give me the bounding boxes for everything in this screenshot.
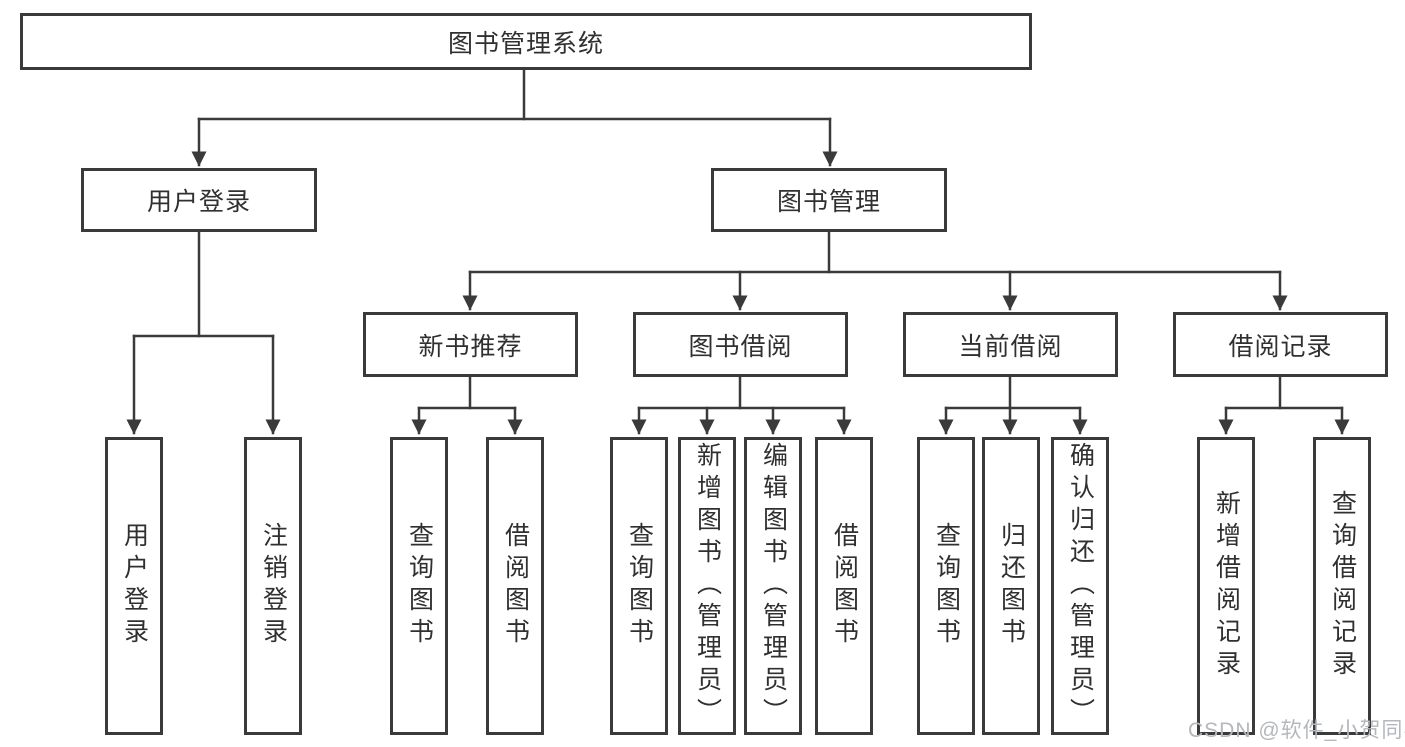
csdn-watermark: CSDN @软件_小贺同学 — [1188, 719, 1405, 742]
leaf-logout: 注销登录 — [244, 437, 302, 735]
leaf-label: 借阅图书 — [501, 522, 530, 650]
leaf-label: 借阅图书 — [830, 522, 859, 650]
leaf-query-books-recommend: 查询图书 — [390, 437, 448, 735]
leaf-label: 编辑图书（管理员） — [759, 442, 788, 730]
leaf-label: 确认归还（管理员） — [1066, 442, 1095, 730]
leaf-query-books-current: 查询图书 — [917, 437, 975, 735]
connector-user-login-to-leaves — [126, 230, 281, 435]
leaf-label: 归还图书 — [997, 522, 1026, 650]
leaf-edit-books-admin: 编辑图书（管理员） — [744, 437, 802, 735]
node-book-borrow: 图书借阅 — [633, 312, 848, 377]
leaf-confirm-return-admin: 确认归还（管理员） — [1051, 437, 1109, 735]
node-book-management: 图书管理 — [711, 168, 947, 232]
leaf-borrow-books: 借阅图书 — [815, 437, 873, 735]
leaf-label: 查询图书 — [932, 522, 961, 650]
node-user-login: 用户登录 — [81, 168, 317, 232]
leaf-label: 新增借阅记录 — [1212, 490, 1241, 682]
leaf-borrow-books-recommend: 借阅图书 — [486, 437, 544, 735]
leaf-return-books: 归还图书 — [982, 437, 1040, 735]
leaf-query-books-borrow: 查询图书 — [610, 437, 668, 735]
leaf-user-login: 用户登录 — [105, 437, 163, 735]
connector-current-borrow-to-leaves — [938, 374, 1088, 435]
connector-book-borrow-to-leaves — [631, 374, 852, 435]
leaf-label: 注销登录 — [259, 522, 288, 650]
leaf-label: 查询图书 — [405, 522, 434, 650]
leaf-label: 用户登录 — [120, 522, 149, 650]
node-root-system: 图书管理系统 — [20, 13, 1032, 70]
node-current-borrow: 当前借阅 — [903, 312, 1118, 377]
node-new-book-recommend: 新书推荐 — [363, 312, 578, 377]
leaf-label: 新增图书（管理员） — [693, 442, 722, 730]
connector-new-book-to-leaves — [411, 374, 523, 435]
leaf-label: 查询图书 — [625, 522, 654, 650]
connector-book-management-to-level3 — [462, 230, 1288, 311]
leaf-add-borrow-record: 新增借阅记录 — [1197, 437, 1255, 735]
connector-root-to-level2 — [191, 67, 838, 167]
node-borrow-record: 借阅记录 — [1173, 312, 1388, 377]
connector-borrow-record-to-leaves — [1218, 374, 1350, 435]
leaf-label: 查询借阅记录 — [1328, 490, 1357, 682]
leaf-query-borrow-record: 查询借阅记录 — [1313, 437, 1371, 735]
leaf-add-books-admin: 新增图书（管理员） — [678, 437, 736, 735]
